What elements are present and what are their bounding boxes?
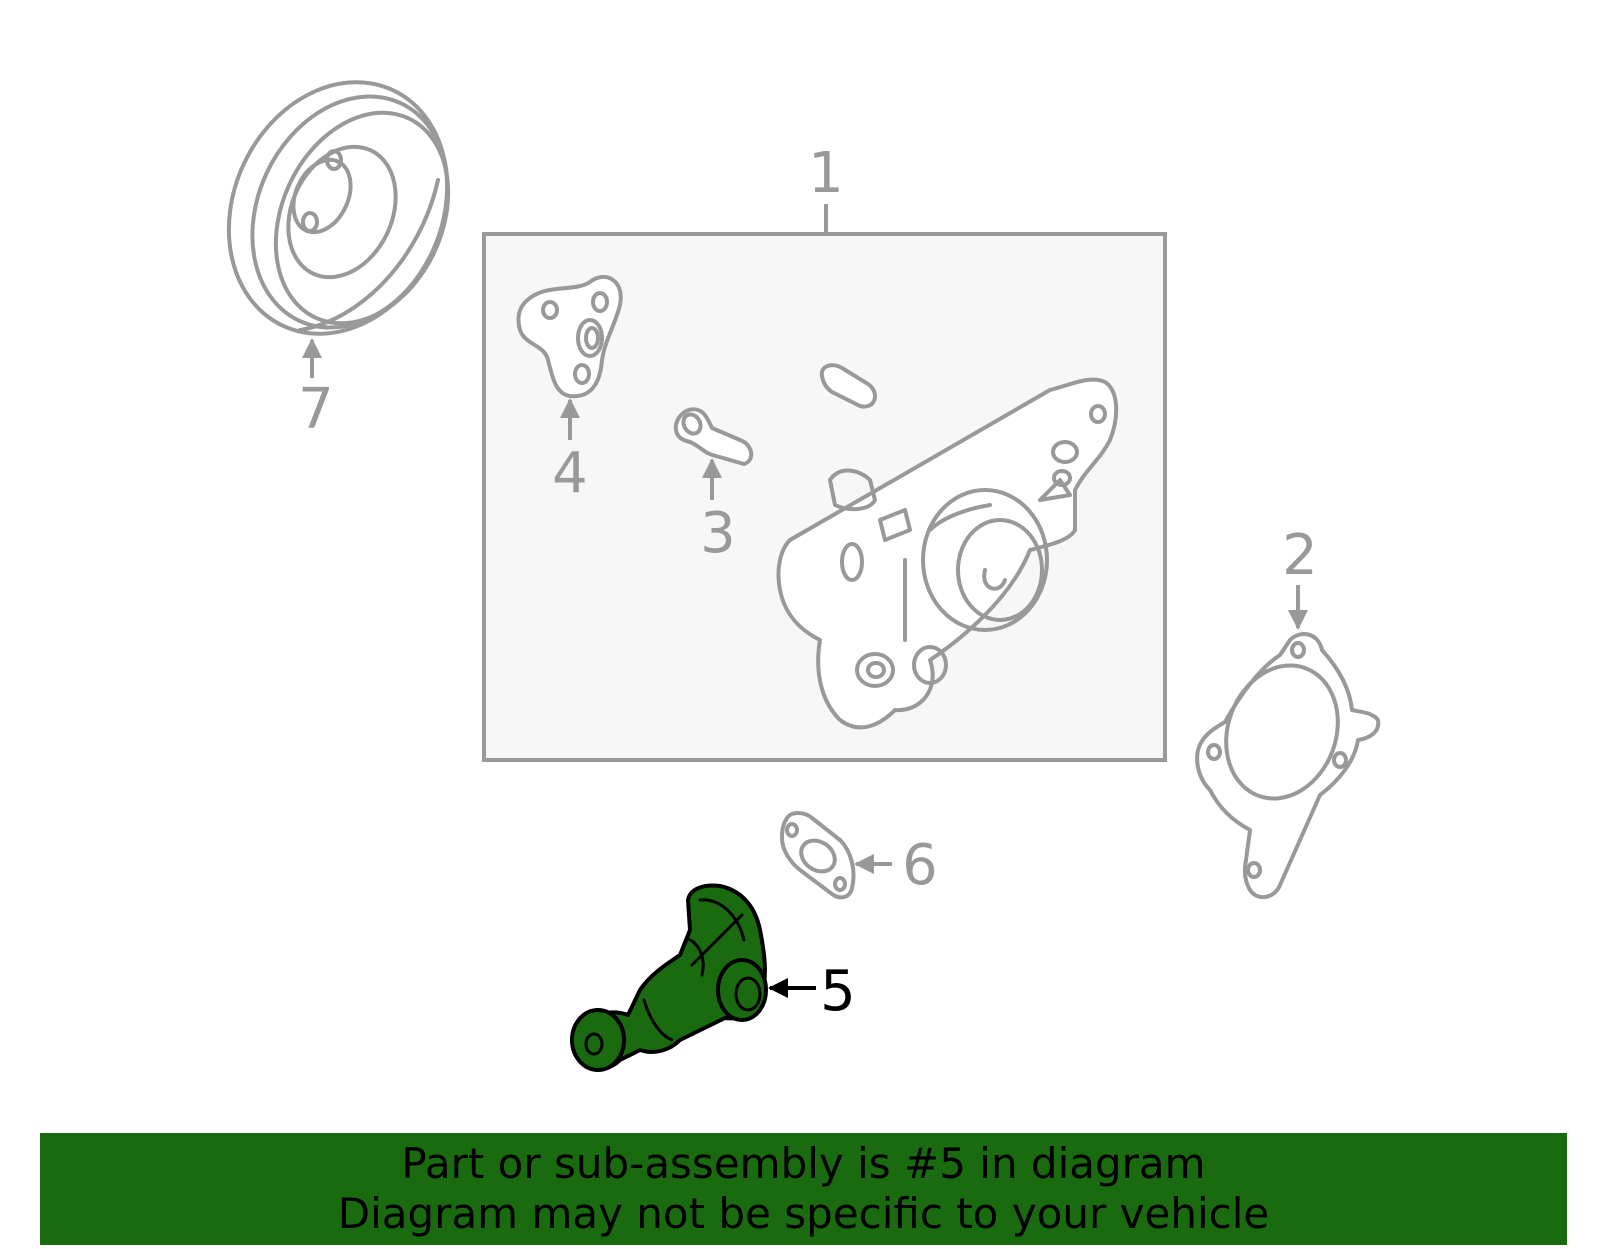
gasket-part-6[interactable] (780, 811, 856, 900)
callout-1: 1 (808, 141, 844, 206)
callout-5: 5 (820, 959, 856, 1024)
water-pump-assembly (776, 377, 1119, 730)
banner-line-disclaimer: Diagram may not be specific to your vehi… (337, 1189, 1270, 1238)
water-outlet-part-5[interactable] (570, 883, 768, 1072)
callout-2: 2 (1282, 523, 1318, 588)
gasket-part-2[interactable] (1195, 632, 1381, 900)
callout-7: 7 (298, 377, 334, 442)
callout-4: 4 (552, 441, 588, 506)
callout-6: 6 (902, 833, 938, 898)
banner-line-part: Part or sub-assembly is #5 in diagram (401, 1139, 1206, 1188)
pulley-part-7[interactable] (189, 46, 487, 370)
fitting-part-3[interactable] (673, 407, 754, 466)
dowel-pin (819, 363, 877, 409)
info-banner: Part or sub-assembly is #5 in diagram Di… (40, 1133, 1567, 1245)
bracket-part-4[interactable] (516, 275, 623, 399)
callout-3: 3 (700, 501, 736, 566)
